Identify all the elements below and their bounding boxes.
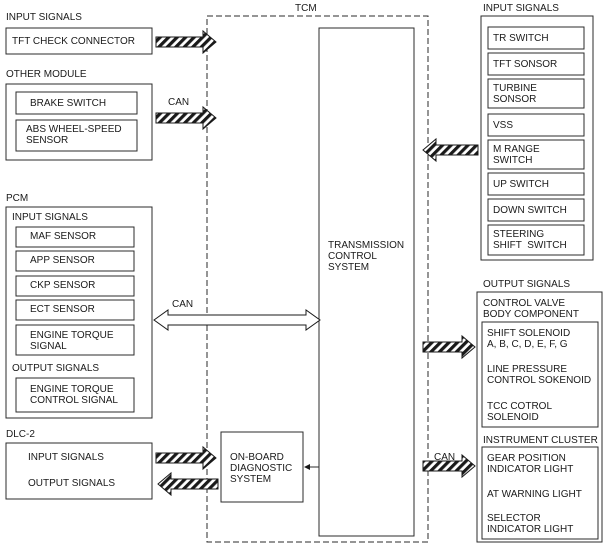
gear-position-label: GEAR POSITION INDICATOR LIGHT bbox=[487, 453, 574, 475]
tr-switch-box bbox=[487, 26, 585, 50]
app-sensor-box bbox=[15, 250, 135, 272]
down-switch-box bbox=[487, 198, 585, 222]
abs-sensor-box bbox=[15, 119, 138, 152]
pcm-header: PCM bbox=[6, 193, 29, 204]
tr-switch-label: TR SWITCH bbox=[493, 33, 549, 44]
tcs-to-obd-arrowhead bbox=[304, 464, 310, 470]
obd-system-label: ON-BOARD DIAGNOSTIC SYSTEM bbox=[230, 452, 293, 485]
tft-connector-arrow bbox=[155, 29, 217, 55]
ckp-sensor-label: CKP SENSOR bbox=[30, 280, 96, 291]
app-sensor-label: APP SENSOR bbox=[30, 255, 95, 266]
dlc2-output-arrow bbox=[157, 471, 219, 497]
output-can-arrow bbox=[422, 453, 476, 479]
m-range-switch-box bbox=[487, 139, 585, 170]
tcm-title: TCM bbox=[295, 3, 317, 14]
tft-check-connector-label: TFT CHECK CONNECTOR bbox=[12, 36, 135, 47]
output-control-valve-arrow bbox=[422, 334, 476, 360]
tft-sonsor-label: TFT SONSOR bbox=[493, 59, 558, 70]
ect-sensor-box bbox=[15, 299, 135, 321]
down-switch-label: DOWN SWITCH bbox=[493, 205, 567, 216]
instrument-cluster-box bbox=[481, 446, 599, 540]
other-module-header: OTHER MODULE bbox=[6, 69, 87, 80]
output-can-label: CAN bbox=[434, 452, 456, 463]
pcm-can-label: CAN bbox=[172, 299, 194, 310]
turbine-sonsor-box bbox=[487, 78, 585, 109]
engine-torque-control-box bbox=[15, 377, 135, 413]
control-valve-body-header: CONTROL VALVE BODY COMPONENT bbox=[483, 298, 579, 320]
ckp-sensor-box bbox=[15, 275, 135, 297]
dlc2-input-arrow bbox=[155, 445, 217, 471]
engine-torque-control-label: ENGINE TORQUE CONTROL SIGNAL bbox=[30, 384, 118, 406]
pcm-can-bidirectional-arrow bbox=[153, 309, 321, 331]
m-range-switch-label: M RANGE SWITCH bbox=[493, 144, 540, 166]
control-valve-body-box bbox=[481, 321, 599, 428]
abs-sensor-label: ABS WHEEL-SPEED SENSOR bbox=[26, 124, 122, 146]
transmission-control-system-label: TRANSMISSION CONTROL SYSTEM bbox=[328, 240, 405, 273]
maf-sensor-box bbox=[15, 226, 135, 248]
ect-sensor-label: ECT SENSOR bbox=[30, 304, 95, 315]
right-input-signals-header: INPUT SIGNALS bbox=[483, 3, 559, 14]
output-signals-header: OUTPUT SIGNALS bbox=[483, 279, 571, 290]
tcc-control-label: TCC COTROL SOLENOID bbox=[487, 401, 552, 423]
shift-solenoid-label: SHIFT SOLENOID A, B, C, D, E, F, G bbox=[487, 328, 571, 350]
right-input-arrow bbox=[422, 137, 479, 163]
brake-switch-box bbox=[15, 91, 138, 115]
vss-label: VSS bbox=[493, 120, 514, 131]
line-pressure-label: LINE PRESSURE CONTROL SOKENOID bbox=[487, 364, 592, 386]
dlc2-output-signals-label: OUTPUT SIGNALS bbox=[28, 478, 116, 489]
transmission-control-system-box bbox=[318, 27, 415, 537]
maf-sensor-label: MAF SENSOR bbox=[30, 231, 97, 242]
dlc2-box bbox=[5, 442, 153, 500]
selector-indicator-label: SELECTOR INDICATOR LIGHT bbox=[487, 513, 574, 535]
engine-torque-signal-label: ENGINE TORQUE SIGNAL bbox=[30, 330, 114, 352]
turbine-sonsor-label: TURBINE SONSOR bbox=[493, 83, 537, 105]
pcm-input-signals-header: INPUT SIGNALS bbox=[12, 212, 88, 223]
tft-sonsor-box bbox=[487, 52, 585, 76]
obd-system-box bbox=[220, 431, 304, 503]
up-switch-label: UP SWITCH bbox=[493, 179, 549, 190]
tcm-boundary bbox=[206, 15, 429, 543]
dlc2-input-signals-label: INPUT SIGNALS bbox=[28, 452, 104, 463]
vss-box bbox=[487, 113, 585, 137]
steering-shift-switch-box bbox=[487, 224, 585, 256]
tft-check-connector-box bbox=[5, 27, 153, 55]
steering-shift-switch-label: STEERING SHIFT SWITCH bbox=[493, 229, 567, 251]
left-input-signals-header: INPUT SIGNALS bbox=[6, 12, 82, 23]
instrument-cluster-header: INSTRUMENT CLUSTER bbox=[483, 435, 598, 446]
at-warning-label: AT WARNING LIGHT bbox=[487, 489, 582, 500]
up-switch-box bbox=[487, 172, 585, 196]
engine-torque-signal-box bbox=[15, 324, 135, 356]
pcm-output-signals-header: OUTPUT SIGNALS bbox=[12, 363, 100, 374]
dlc2-header: DLC-2 bbox=[6, 429, 35, 440]
brake-switch-label: BRAKE SWITCH bbox=[30, 98, 107, 109]
other-module-can-label: CAN bbox=[168, 97, 190, 108]
other-module-can-arrow bbox=[155, 105, 217, 131]
